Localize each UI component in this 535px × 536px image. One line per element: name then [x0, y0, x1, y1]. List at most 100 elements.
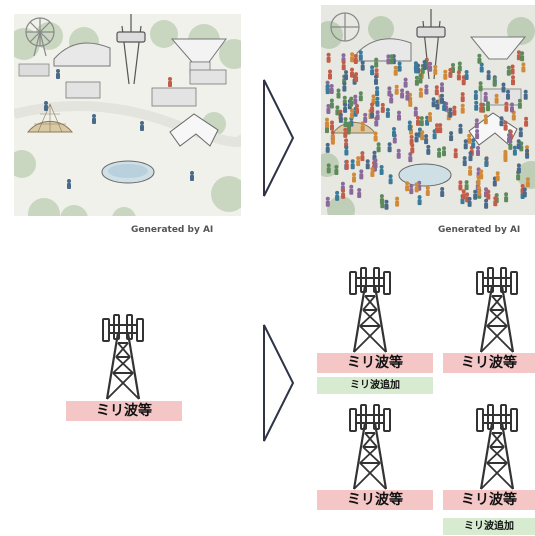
person-icon	[363, 112, 368, 123]
person-icon	[342, 81, 347, 92]
person-icon	[341, 188, 346, 199]
person-icon	[501, 82, 506, 93]
person-icon	[416, 115, 420, 126]
person-icon	[410, 143, 415, 154]
person-icon	[370, 102, 375, 113]
person-icon	[460, 103, 465, 114]
person-icon	[373, 158, 378, 169]
person-icon	[360, 151, 365, 162]
person-icon	[358, 50, 363, 61]
person-icon	[413, 106, 418, 117]
person-icon	[425, 186, 430, 196]
person-icon	[521, 62, 526, 73]
person-icon	[475, 129, 480, 140]
person-icon	[414, 132, 419, 143]
person-icon	[525, 148, 530, 159]
person-icon	[494, 93, 499, 104]
person-icon	[328, 69, 332, 80]
person-icon	[394, 84, 399, 95]
person-icon	[400, 88, 405, 99]
cell-tower-icon	[475, 403, 519, 491]
observation-tower-icon	[116, 14, 146, 85]
person-icon	[463, 139, 468, 150]
person-icon	[350, 159, 355, 170]
person-icon	[448, 107, 453, 118]
person-icon	[474, 100, 479, 111]
person-icon	[357, 188, 362, 198]
person-icon	[424, 84, 429, 95]
person-icon	[468, 165, 473, 176]
person-icon	[431, 97, 436, 108]
person-icon	[506, 65, 511, 76]
person-icon	[486, 189, 491, 200]
person-icon	[413, 61, 418, 72]
caption-right: Generated by AI	[438, 225, 521, 235]
person-icon	[354, 72, 359, 83]
person-icon	[409, 135, 414, 145]
person-icon	[397, 110, 401, 121]
person-icon	[343, 127, 348, 138]
person-icon	[506, 89, 510, 100]
person-icon	[512, 145, 517, 156]
person-icon	[516, 163, 521, 174]
person-icon	[414, 182, 419, 193]
person-icon	[350, 52, 355, 63]
person-icon	[326, 104, 331, 114]
person-icon	[375, 86, 380, 97]
cell-tower-icon	[475, 266, 519, 354]
person-icon	[389, 93, 394, 104]
person-icon	[479, 102, 484, 113]
person-icon	[474, 118, 479, 129]
person-icon	[518, 127, 523, 138]
person-icon	[375, 110, 380, 121]
park-scene-after	[321, 5, 535, 215]
person-icon	[388, 174, 393, 185]
person-icon	[484, 157, 489, 167]
person-icon	[336, 88, 341, 99]
person-icon	[384, 199, 389, 210]
person-icon	[343, 102, 348, 113]
person-icon	[464, 70, 469, 80]
person-icon	[353, 94, 358, 105]
person-icon	[397, 61, 402, 72]
person-icon	[359, 169, 364, 180]
person-icon	[370, 167, 375, 177]
person-icon	[499, 116, 504, 127]
person-icon	[329, 98, 334, 109]
person-icon	[420, 130, 425, 141]
person-icon	[523, 89, 528, 100]
person-icon	[422, 60, 427, 70]
person-icon	[461, 189, 466, 200]
person-icon	[440, 187, 445, 197]
person-icon	[440, 93, 444, 104]
person-icon	[479, 62, 484, 73]
person-icon	[453, 148, 458, 159]
person-icon	[370, 65, 375, 76]
cell-tower-icon	[348, 403, 392, 491]
label-mmwave-added: ミリ波追加	[443, 518, 535, 535]
person-icon	[517, 98, 522, 109]
person-icon	[456, 70, 461, 81]
person-icon	[374, 57, 379, 68]
person-icon	[473, 189, 478, 200]
label-mmwave-added: ミリ波追加	[317, 377, 433, 394]
person-icon	[365, 159, 370, 170]
person-icon	[467, 196, 472, 207]
person-icon	[471, 138, 476, 149]
ferris-wheel-icon	[25, 17, 55, 57]
person-icon	[338, 112, 343, 123]
person-icon	[356, 156, 361, 167]
person-icon	[341, 60, 346, 71]
person-icon	[434, 85, 439, 96]
person-icon	[389, 54, 394, 65]
label-mmwave: ミリ波等	[443, 353, 535, 373]
person-icon	[451, 63, 455, 73]
person-icon	[380, 198, 385, 209]
person-icon	[440, 82, 444, 93]
person-icon	[334, 165, 339, 175]
person-icon	[507, 133, 511, 144]
person-icon	[483, 114, 488, 125]
person-icon	[433, 64, 438, 75]
person-icon	[428, 61, 433, 72]
tent-icon	[169, 113, 219, 147]
